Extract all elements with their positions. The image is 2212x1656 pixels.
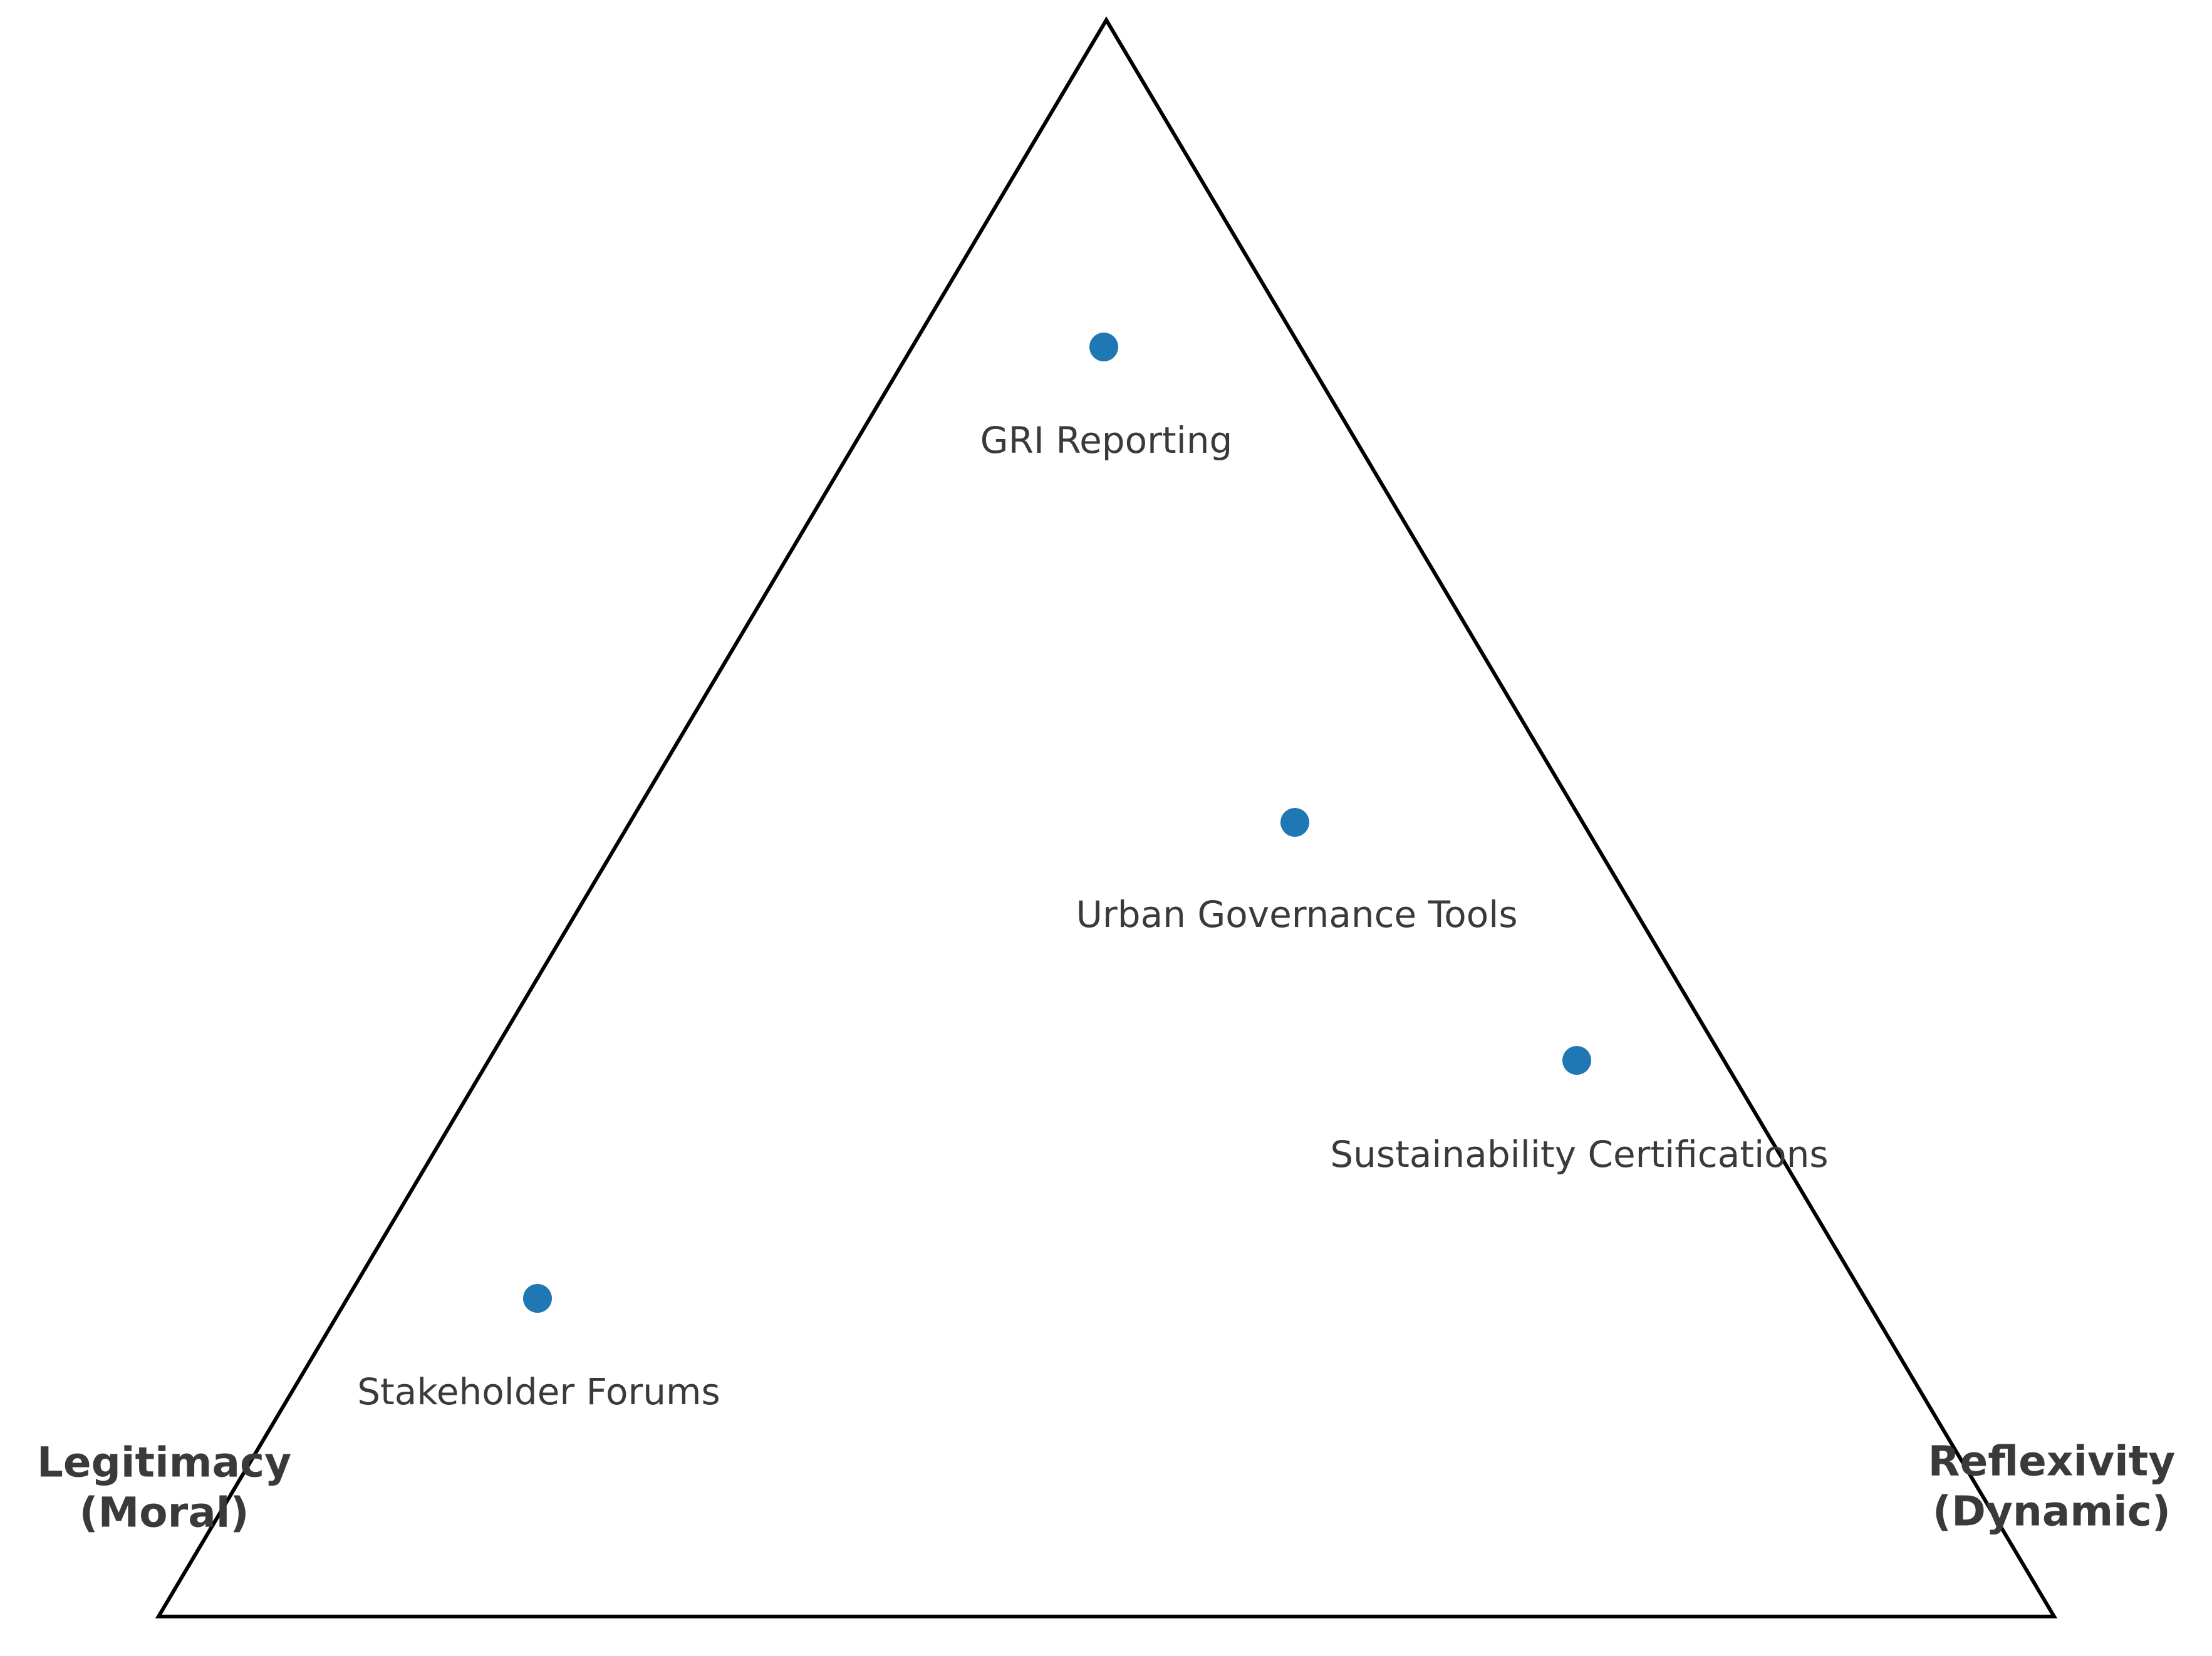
corner-axis-label-bottom-left: Legitimacy(Moral) xyxy=(37,1439,291,1537)
data-point-dot xyxy=(523,1284,552,1313)
corner-axis-label-bottom-right-line1: Reflexivity xyxy=(1928,1437,2176,1486)
corner-axis-label-bottom-right: Reflexivity(Dynamic) xyxy=(1928,1437,2176,1536)
data-point-label: Sustainability Certifications xyxy=(1330,1133,1828,1176)
data-point-dot xyxy=(1089,333,1118,361)
corner-axis-label-bottom-left-line2: (Moral) xyxy=(79,1489,249,1537)
corner-axis-label-bottom-left-line1: Legitimacy xyxy=(37,1439,291,1487)
data-point-dot xyxy=(1562,1046,1591,1075)
data-point-label: GRI Reporting xyxy=(980,419,1233,462)
corner-axis-label-bottom-right-line2: (Dynamic) xyxy=(1933,1488,2171,1536)
triangle-outline xyxy=(155,16,2058,1618)
data-point-dot xyxy=(1280,808,1309,837)
corner-axis-labels-layer: Legitimacy(Moral) Reflexivity(Dynamic) xyxy=(37,1437,2176,1537)
data-point-label: Stakeholder Forums xyxy=(357,1370,720,1413)
data-point-label: Urban Governance Tools xyxy=(1076,893,1517,936)
